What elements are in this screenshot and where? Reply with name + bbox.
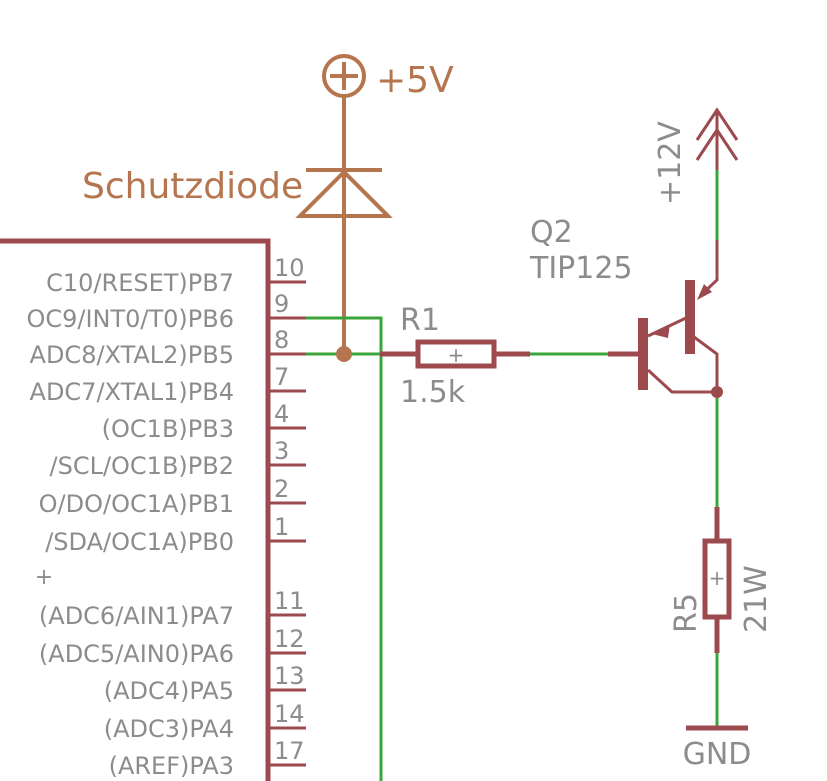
diode-anode-triangle [295, 169, 393, 218]
ic-pin-number: 17 [274, 737, 305, 765]
ic-pin-name: (OC1B)PB3 [102, 415, 234, 443]
ic-pin-name: OC9/INT0/T0)PB6 [26, 305, 234, 333]
r1-value: 1.5k [400, 375, 466, 410]
ic-pin-name: (ADC6/AIN1)PA7 [39, 602, 234, 630]
ic-pin: 14 (ADC3)PA4 [104, 700, 306, 743]
q2-emitter-arrow [697, 284, 712, 300]
ic-pin-number: 9 [274, 290, 289, 318]
q2-collector-junction [711, 386, 723, 398]
ic-pin-name: (ADC4)PA5 [104, 677, 234, 705]
r5-center-mark: + [709, 566, 726, 590]
ic-pin-name: /SCL/OC1B)PB2 [50, 452, 235, 480]
ic-pin-number: 14 [274, 700, 305, 728]
ic-pin-name: ADC8/XTAL2)PB5 [30, 341, 234, 369]
q2-base-bar [638, 318, 648, 390]
ic-pin-number: 4 [274, 400, 289, 428]
ic-pin: 13 (ADC4)PA5 [104, 662, 306, 705]
ic-pin-number: 10 [274, 254, 305, 282]
ic-pin-number: 12 [274, 625, 305, 653]
r5-resistor: + R5 21W [669, 507, 774, 653]
ic-pin-name: O/DO/OC1A)PB1 [39, 490, 234, 518]
ic-pin-name: (ADC3)PA4 [104, 715, 234, 743]
ic-outline [0, 238, 271, 781]
ic-pin-list: 10C10/RESET)PB79OC9/INT0/T0)PB68ADC8/XTA… [26, 254, 306, 780]
ic-pin-number: 13 [274, 662, 305, 690]
r1-name: R1 [400, 303, 440, 338]
ic-pin: 2O/DO/OC1A)PB1 [39, 475, 306, 518]
ic-pin: 12 (ADC5/AIN0)PA6 [39, 625, 306, 668]
ic-pin-name: (AREF)PA3 [109, 752, 234, 780]
ic-pin-number: 1 [274, 513, 289, 541]
nets [306, 170, 719, 781]
supply-5v-symbol: +5V [322, 54, 454, 101]
ic-body: + [0, 238, 271, 781]
ic-pin-name: C10/RESET)PB7 [46, 269, 234, 297]
ic-pin-number: 11 [274, 587, 305, 615]
ic-pin: 3/SCL/OC1B)PB2 [50, 437, 306, 480]
r1-resistor: + R1 1.5k [380, 303, 530, 410]
ic-pin-number: 8 [274, 326, 289, 354]
q2-transistor: Q2 TIP125 [529, 215, 723, 398]
supply-12v-label: +12V [653, 121, 688, 205]
q2-name: Q2 [530, 215, 573, 250]
ic-pin-name: /SDA/OC1A)PB0 [45, 528, 234, 556]
ic-center-mark: + [35, 565, 53, 590]
ic-pin: 4 (OC1B)PB3 [102, 400, 306, 443]
q2-value: TIP125 [529, 251, 633, 286]
ground-symbol: GND [683, 725, 752, 772]
ic-pin-number: 7 [274, 363, 289, 391]
q2-internal-bottom [646, 368, 717, 394]
ic-pin-number: 2 [274, 475, 289, 503]
q2-collector-bar [685, 280, 695, 354]
q2-internal-arrow [652, 324, 670, 338]
diode-label: Schutzdiode [82, 166, 303, 207]
r5-name: R5 [669, 593, 704, 633]
q2-collector-lead [689, 332, 719, 392]
ic-pin-name: (ADC5/AIN0)PA6 [39, 640, 234, 668]
net-pb6 [306, 316, 383, 781]
ic-pin-name: ADC7/XTAL1)PB4 [30, 378, 234, 406]
ic-pin: 1/SDA/OC1A)PB0 [45, 513, 306, 556]
supply-12v-symbol: +12V [653, 107, 739, 205]
r1-center-mark: + [448, 343, 465, 367]
schutzdiode-symbol: Schutzdiode [82, 96, 393, 356]
ic-pin: 17 (AREF)PA3 [109, 737, 306, 780]
gnd-label: GND [683, 737, 752, 772]
r5-value: 21W [739, 565, 774, 633]
junction-dot [336, 346, 352, 362]
supply-5v-label: +5V [376, 60, 454, 101]
ic-pin: 11 (ADC6/AIN1)PA7 [39, 587, 306, 630]
ic-pin-number: 3 [274, 437, 289, 465]
